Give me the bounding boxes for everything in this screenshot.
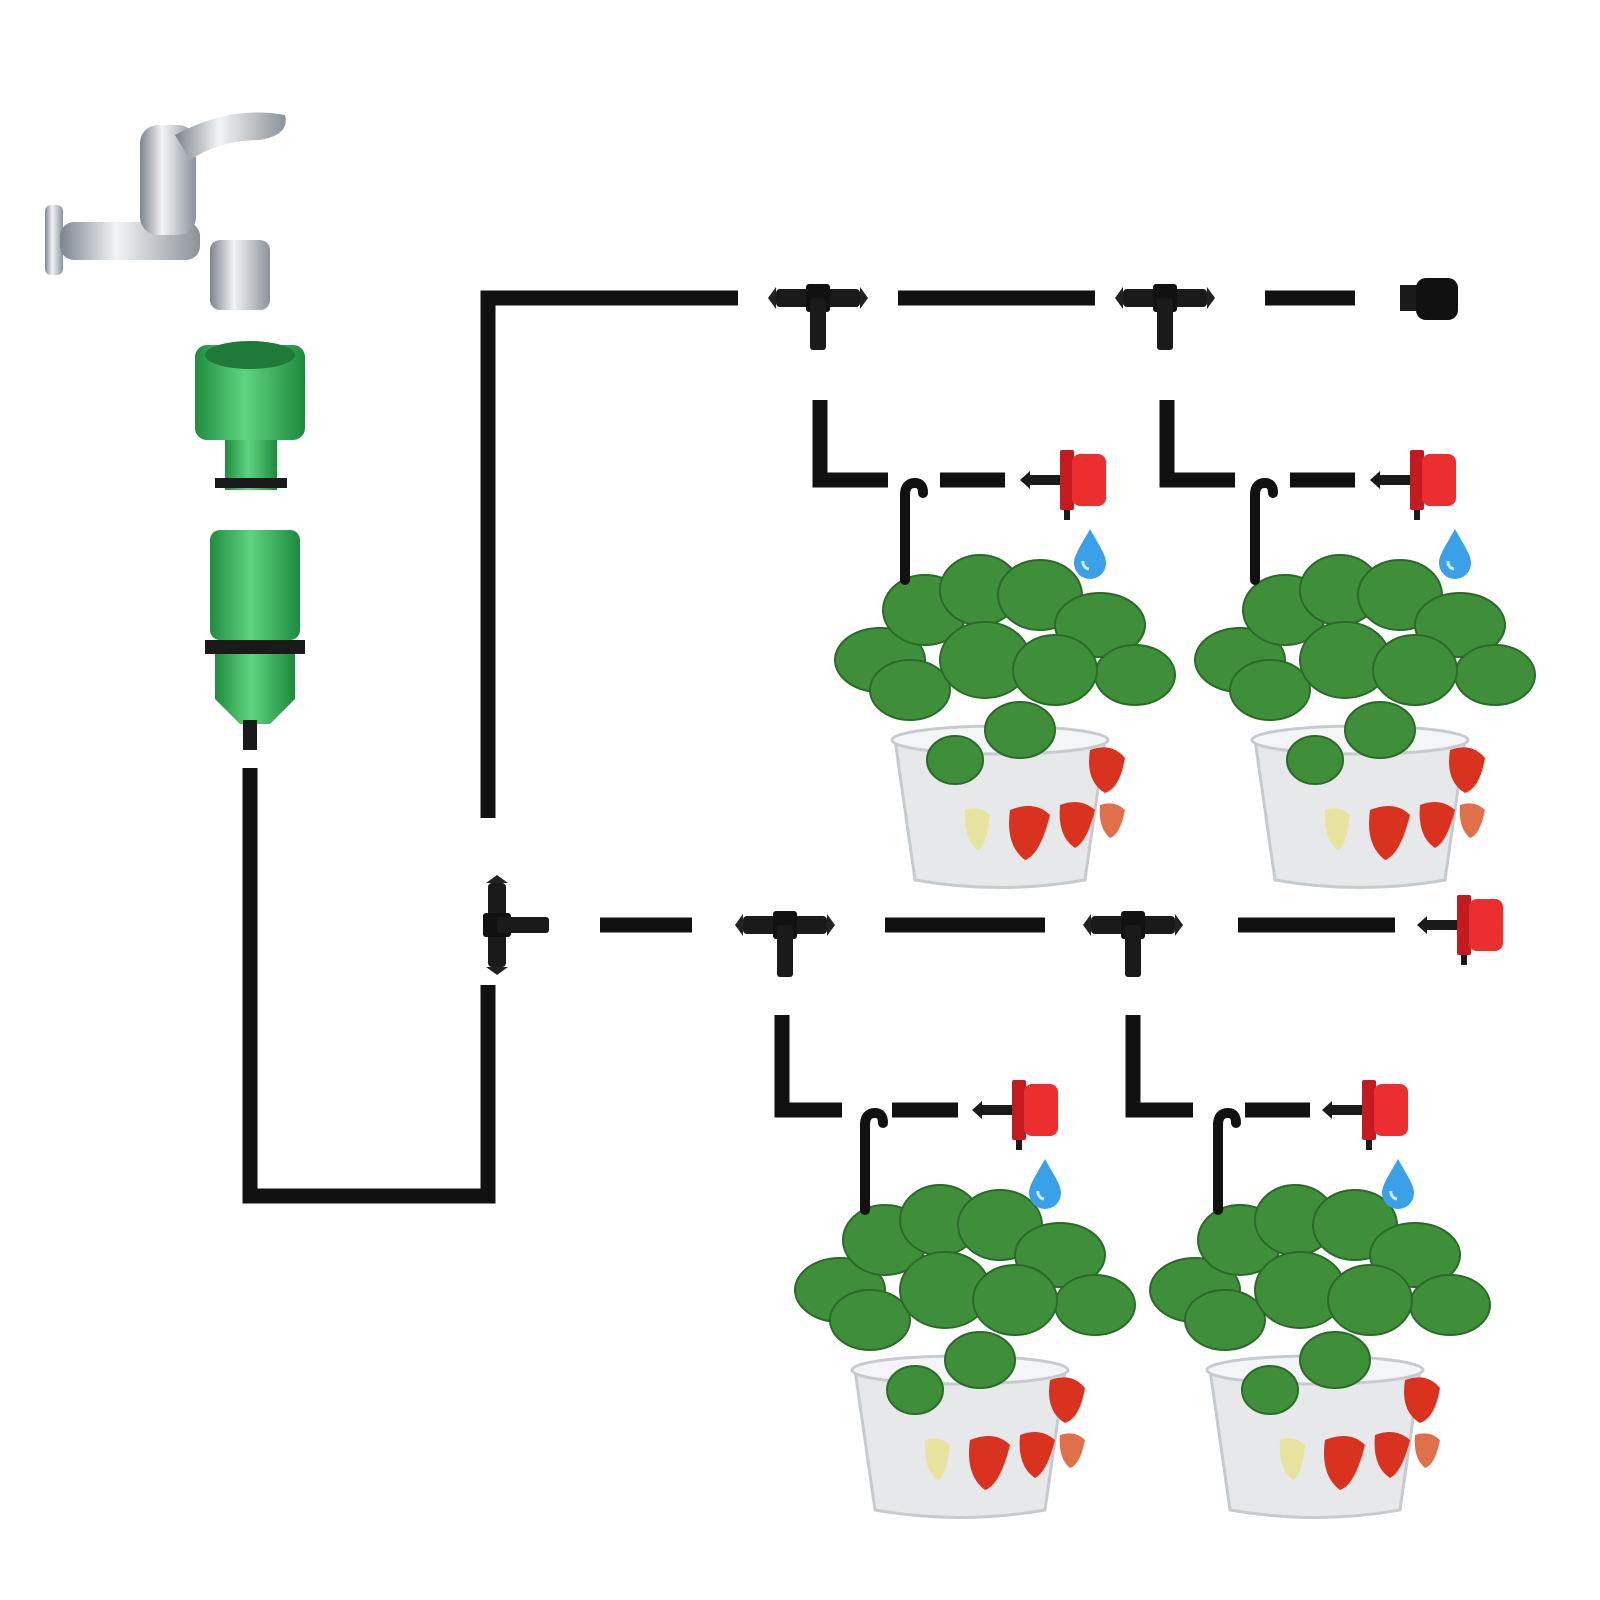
- hose-connector-icon: [195, 341, 305, 750]
- dripper-icon: [972, 1080, 1058, 1150]
- water-drop-icon: [1437, 527, 1473, 581]
- tee-joint-icon: [1083, 911, 1183, 977]
- tee-joint-icon: [735, 911, 835, 977]
- water-drop-icon: [1027, 1157, 1063, 1211]
- water-drop-icon: [1380, 1157, 1416, 1211]
- drip-stake-icon: [1218, 1113, 1236, 1210]
- dripper-icon: [1417, 895, 1503, 965]
- drip-stake-icon: [1255, 483, 1273, 580]
- faucet-icon: [45, 112, 286, 310]
- potted-plant-icon: [1148, 1183, 1492, 1519]
- top-branch-1: [812, 400, 888, 488]
- tee-joint-icon: [483, 875, 549, 975]
- pipe-network: [242, 290, 1395, 1204]
- tee-joint-icon: [768, 284, 868, 350]
- tee-joint-icon: [1115, 284, 1215, 350]
- bottom-branch-2: [1125, 1015, 1193, 1118]
- dripper-icon: [1322, 1080, 1408, 1150]
- drip-stake-icon: [865, 1113, 883, 1210]
- potted-plant-icon: [1193, 553, 1537, 889]
- dripper-icon: [1020, 450, 1106, 520]
- riser-pipe: [480, 290, 738, 818]
- bottom-branch-1: [774, 1015, 842, 1118]
- potted-plant-icon: [793, 1183, 1137, 1519]
- water-drop-icon: [1072, 527, 1108, 581]
- drip-stake-icon: [905, 483, 923, 580]
- feed-pipe: [242, 768, 496, 1204]
- potted-plant-icon: [833, 553, 1177, 889]
- dripper-icon: [1370, 450, 1456, 520]
- end-plug-icon: [1400, 278, 1458, 320]
- top-branch-2: [1159, 400, 1235, 488]
